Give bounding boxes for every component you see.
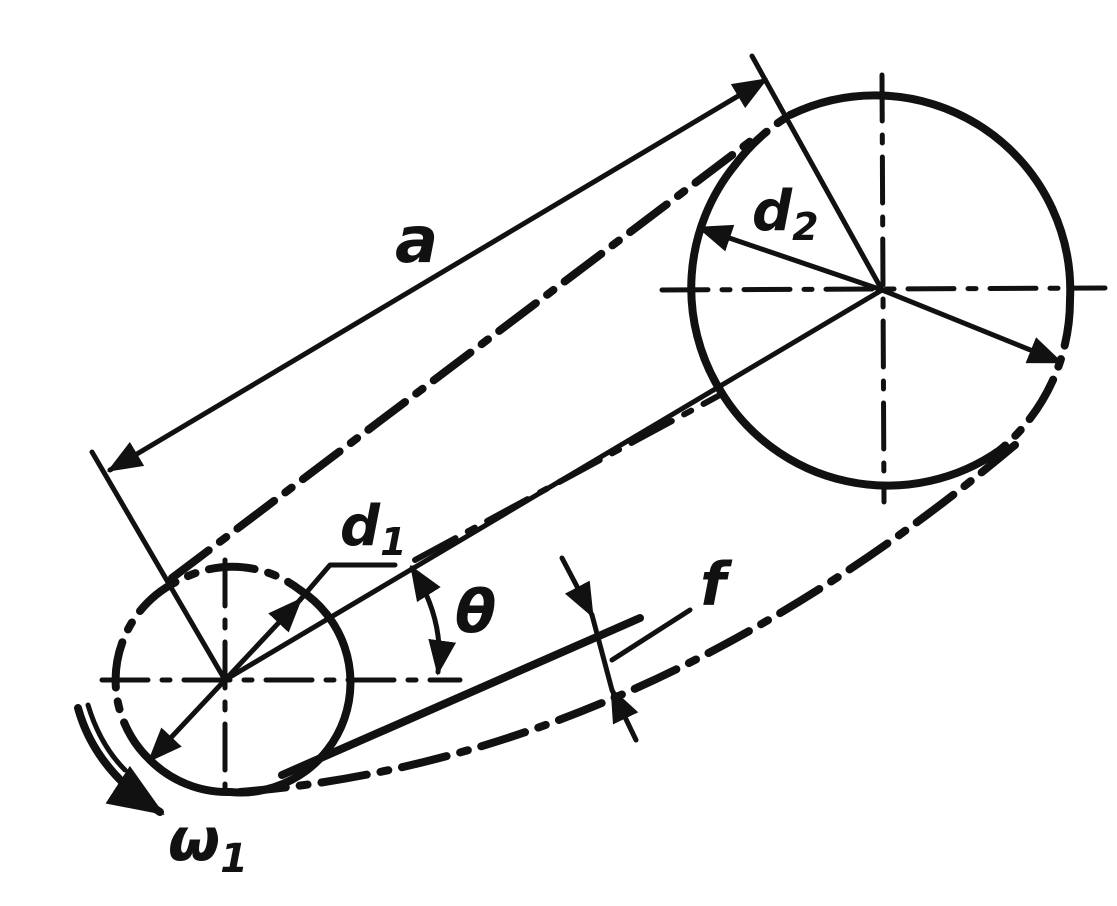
sag-reference-line [609,607,693,663]
line-of-centers [222,287,885,683]
diameter-d1-line [147,597,303,763]
label-d1: d1 [340,494,407,564]
label-d1-base: d [340,494,381,559]
diameter-d1: d1 [147,494,407,763]
diameter-d2-line-right [879,287,1064,365]
large-pulley-vertical-centerline [879,72,887,505]
label-a: a [395,204,438,278]
diameter-d2-line-left [696,224,885,293]
label-d2: d2 [752,179,819,249]
label-theta: θ [455,577,496,647]
belt [168,136,1019,796]
label-omega1: ω1 [168,805,248,882]
belt-upper-span [168,136,756,582]
sag-span-line [589,612,615,693]
angle-theta: θ [222,287,885,683]
sag-arrow-top [559,555,595,619]
extension-line-left [89,449,228,683]
label-f: f [700,550,733,620]
angle-arc [409,565,457,676]
dimension-line-a [106,77,769,473]
label-d1-sub: 1 [380,520,406,564]
large-pulley-dashed-arc-top [731,111,794,169]
rotation-indicator: ω1 [74,702,248,882]
label-omega1-base: ω [168,805,220,875]
d1-leader [297,562,398,603]
rotation-arrow-inner [85,702,128,773]
large-pulley-solid-arc-lower [716,386,1004,490]
large-pulley-solid-arc [786,91,1075,304]
large-pulley-solid-arc-left [687,161,739,394]
small-pulley-dashed-arc [111,562,304,764]
sag-arrow-bottom [609,686,639,743]
large-pulley-dashed-arc [996,296,1075,454]
label-d2-sub: 2 [792,205,818,249]
rotation-arrow [74,704,165,816]
label-omega1-sub: 1 [220,836,248,882]
extension-line-right [749,53,885,293]
label-d2-base: d [752,179,793,244]
belt-tight-span-solid [278,614,644,779]
diameter-d2: d2 [696,179,1064,365]
